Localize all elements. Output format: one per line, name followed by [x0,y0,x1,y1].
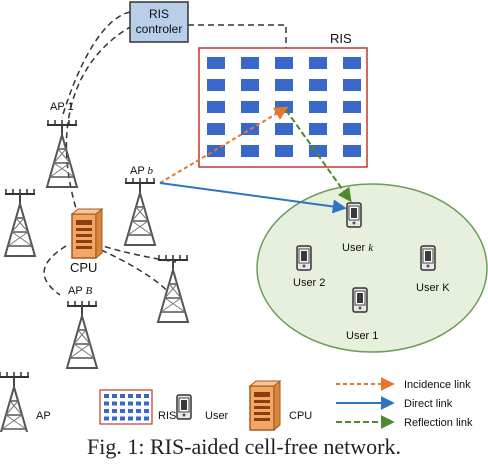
direct-link [159,182,347,214]
user-1-label: User 1 [346,330,378,342]
user-1-phone-icon [352,287,368,313]
ris-element [104,416,109,421]
ap-1-tower [46,119,78,188]
ris-element [112,401,117,406]
legend-reflection-label: Reflection link [404,417,473,429]
incidence-link [159,106,289,184]
legend-ris-label: RIS [158,410,176,422]
ris-element [144,409,149,413]
ris-element [309,101,327,113]
user-k-label: User k [342,242,374,254]
ris-element [104,401,109,406]
legend-cpu-label: CPU [289,410,312,422]
ris-element [120,394,125,398]
ris-element [112,394,117,398]
ris-controller-label-line2: controler [136,22,183,36]
legend-direct-label: Direct link [404,398,453,410]
ris-element-grid [207,57,361,157]
coverage-area [256,183,488,353]
ris-element [136,409,141,413]
ris-element [128,416,133,421]
ap-b-label: AP b [130,165,154,177]
ris-panel-label: RIS [330,31,352,46]
cpu-label: CPU [70,260,97,275]
ris-element [207,57,225,69]
legend-incidence-label: Incidence link [404,379,471,391]
ris-element [136,416,141,421]
ris-element [241,79,259,91]
ris-element [128,401,133,406]
ris-element [343,79,361,91]
ris-element [275,57,293,69]
legend-user-label: User [205,410,229,422]
ris-element [128,394,133,398]
ris-element [120,409,125,413]
ris-element [136,394,141,398]
ris-element [241,57,259,69]
ris-element [343,123,361,135]
ris-element [144,416,149,421]
ris-element [275,145,293,157]
user-K-phone-icon [420,245,436,271]
ris-element [309,79,327,91]
ris-element [144,401,149,406]
figure-caption: Fig. 1: RIS-aided cell-free network. [86,434,401,459]
ris-element [112,409,117,413]
network-diagram: RIS controler RIS AP 1 AP b AP B CPU Use… [0,1,488,440]
ris-element [104,409,109,413]
ap-tower [4,188,36,257]
ris-element [207,79,225,91]
cpu-icon [71,208,103,259]
ris-element [309,57,327,69]
legend-user-icon [176,394,192,420]
ris-element [207,101,225,113]
ap-b-tower [124,177,156,246]
ap-1-label: AP 1 [50,101,74,113]
user-2-phone-icon [296,245,312,271]
ap-tower [157,254,189,323]
ris-element [343,145,361,157]
ris-element [241,101,259,113]
ris-element [241,145,259,157]
reflection-link [285,109,352,203]
ris-panel: RIS [198,31,368,168]
ris-element [275,101,293,113]
ris-element [275,79,293,91]
ris-element [144,394,149,398]
legend-ris-icon [99,389,153,425]
ris-element [207,145,225,157]
ris-controller-label-line1: RIS [149,7,169,21]
ris-element [309,123,327,135]
ap-B-tower [66,300,98,369]
ris-element [275,123,293,135]
ris-element [343,57,361,69]
legend-ap-label: AP [36,410,51,422]
legend: AP RIS User CPU Incidence link Direct li… [0,371,473,440]
ris-element [112,416,117,421]
legend-cpu-icon [249,380,281,431]
ris-element [128,409,133,413]
user-k-phone-icon [346,202,362,228]
ris-element [120,416,125,421]
ris-element [104,394,109,398]
legend-ap-icon [0,371,30,440]
ris-element [207,123,225,135]
ris-element [343,101,361,113]
ap-B-label: AP B [68,285,93,297]
user-K-label: User K [416,282,450,294]
ris-controller: RIS controler [129,1,189,43]
ris-element [136,401,141,406]
user-2-label: User 2 [293,277,325,289]
ris-element [120,401,125,406]
